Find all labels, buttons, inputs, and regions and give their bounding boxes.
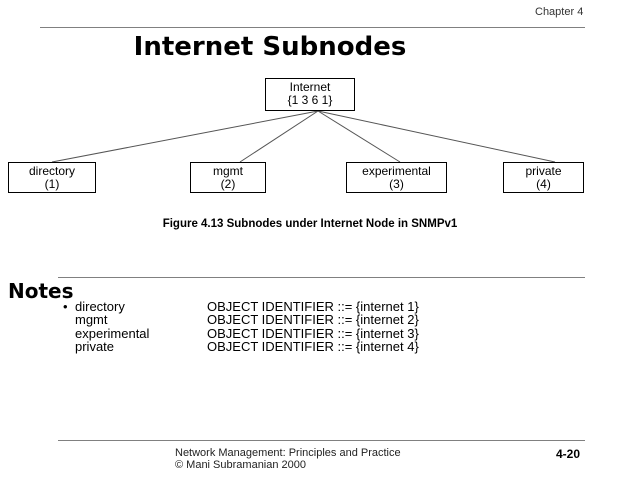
node-internet: Internet {1 3 6 1} bbox=[265, 78, 355, 111]
connector-mgmt bbox=[239, 110, 319, 163]
node-number: (2) bbox=[220, 177, 236, 191]
notes-divider bbox=[58, 277, 585, 278]
node-number: (4) bbox=[536, 177, 551, 191]
footer-divider bbox=[58, 440, 585, 441]
note-definition: OBJECT IDENTIFIER ::= {internet 4} bbox=[207, 339, 419, 354]
notes-heading: Notes bbox=[8, 279, 74, 303]
node-name: private bbox=[525, 164, 562, 178]
page-title: Internet Subnodes bbox=[133, 32, 407, 62]
note-name: directory bbox=[75, 299, 125, 314]
note-definition: OBJECT IDENTIFIER ::= {internet 3} bbox=[207, 326, 419, 341]
footer-copyright: © Mani Subramanian 2000 bbox=[175, 459, 307, 471]
node-directory: directory (1) bbox=[8, 162, 96, 193]
connector-private bbox=[317, 110, 556, 163]
node-private: private (4) bbox=[503, 162, 584, 193]
node-mgmt: mgmt (2) bbox=[190, 162, 266, 193]
node-name: Internet bbox=[289, 80, 331, 94]
page-number: 4-20 bbox=[556, 447, 581, 461]
connector-experimental bbox=[317, 110, 401, 163]
note-name: private bbox=[75, 339, 115, 354]
note-definition: OBJECT IDENTIFIER ::= {internet 2} bbox=[207, 312, 419, 327]
header-divider bbox=[40, 27, 585, 28]
note-name: mgmt bbox=[75, 312, 108, 327]
node-name: directory bbox=[28, 164, 75, 178]
node-name: mgmt bbox=[213, 164, 243, 178]
bullet-icon: • bbox=[63, 299, 68, 314]
node-name: experimental bbox=[362, 164, 431, 178]
note-definition: OBJECT IDENTIFIER ::= {internet 1} bbox=[207, 299, 419, 314]
tree-connectors bbox=[51, 110, 556, 163]
node-experimental: experimental (3) bbox=[346, 162, 447, 193]
footer-book-title: Network Management: Principles and Pract… bbox=[175, 447, 401, 459]
note-name: experimental bbox=[75, 326, 150, 341]
node-number: (1) bbox=[44, 177, 60, 191]
chapter-label: Chapter 4 bbox=[535, 6, 584, 18]
node-oid: {1 3 6 1} bbox=[287, 93, 333, 107]
figure-caption: Figure 4.13 Subnodes under Internet Node… bbox=[162, 218, 458, 230]
node-number: (3) bbox=[389, 177, 404, 191]
connector-directory bbox=[51, 110, 319, 163]
